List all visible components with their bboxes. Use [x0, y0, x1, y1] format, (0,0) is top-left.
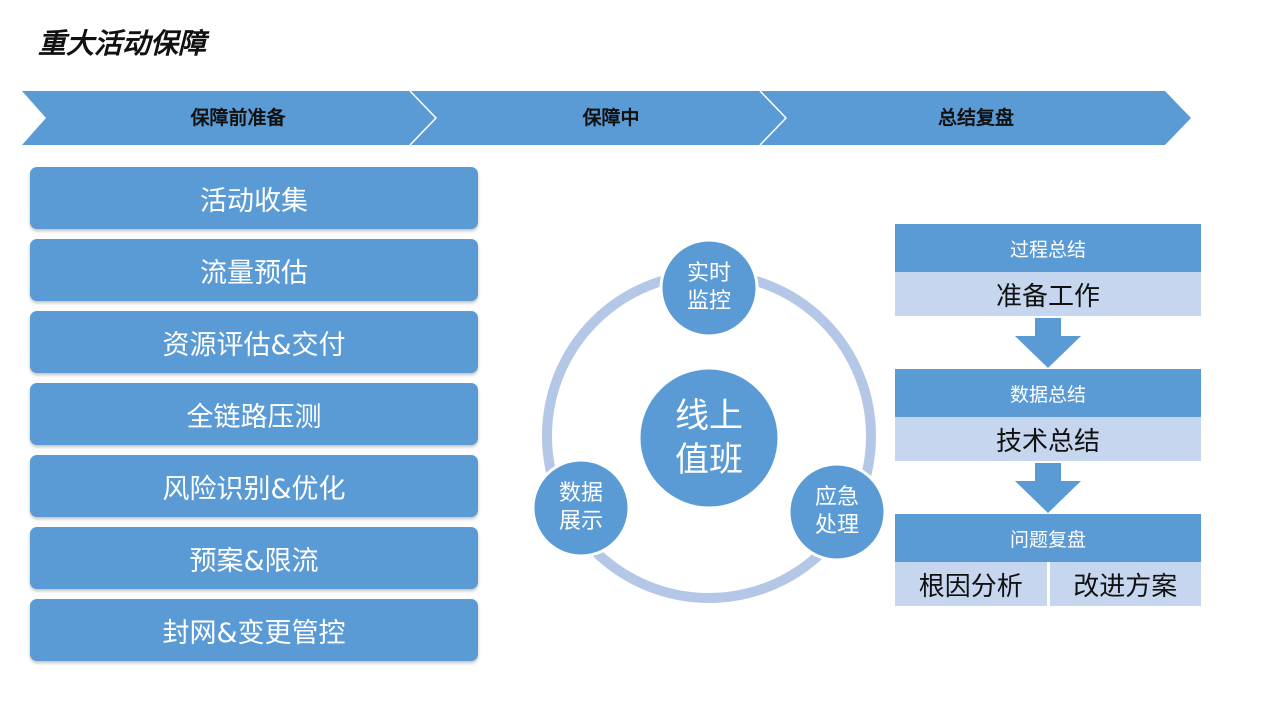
review-step-body: 技术总结 [895, 417, 1201, 461]
cycle-node-monitor-circle [659, 240, 759, 338]
stage-chevron-3 [760, 91, 1191, 145]
cycle-node-emergency-line1: 应急 [814, 485, 859, 510]
prep-list: 活动收集 流量预估 资源评估&交付 全链路压测 风险识别&优化 预案&限流 封网… [30, 167, 478, 671]
review-step-data: 数据总结 技术总结 [895, 369, 1201, 461]
stage-chevron-2 [410, 91, 786, 145]
cycle-center: 线上 值班 [637, 366, 781, 510]
prep-item-resource-evaluation: 资源评估&交付 [30, 311, 478, 373]
stage-divider-1 [409, 90, 438, 146]
cycle-node-monitor: 实时 监控 [661, 240, 757, 336]
down-arrow-icon [1015, 463, 1081, 513]
cycle-node-display-line1: 数据 [558, 481, 603, 506]
cycle-node-monitor-line1: 实时 [686, 261, 731, 286]
page-title: 重大活动保障 [38, 27, 207, 60]
review-body-improvement: 改进方案 [1073, 571, 1178, 602]
stage-arrow-band [22, 90, 1191, 146]
cycle-node-display-circle [531, 458, 631, 558]
stage-label-during: 保障中 [582, 107, 640, 129]
stage-label-prep: 保障前准备 [190, 107, 286, 129]
prep-item-plan-rate-limit: 预案&限流 [30, 527, 478, 589]
prep-item-traffic-estimate: 流量预估 [30, 239, 478, 301]
review-step-header: 数据总结 [895, 369, 1201, 417]
cycle-center-circle [637, 366, 781, 510]
cycle-node-display-line2: 展示 [558, 509, 603, 534]
cycle-node-display: 数据 展示 [533, 460, 629, 556]
prep-item-activity-collection: 活动收集 [30, 167, 478, 229]
review-step-body: 根因分析 改进方案 [895, 562, 1201, 606]
review-body-root-cause: 根因分析 [895, 562, 1050, 606]
prep-item-stress-test: 全链路压测 [30, 383, 478, 445]
oncall-cycle [531, 240, 887, 603]
down-arrow-icon [1015, 318, 1081, 368]
stage-label-review: 总结复盘 [937, 107, 1014, 129]
review-step-header: 问题复盘 [895, 514, 1201, 562]
review-step-process: 过程总结 准备工作 [895, 224, 1201, 316]
stage-chevron-1 [22, 91, 436, 145]
prep-item-risk-optimization: 风险识别&优化 [30, 455, 478, 517]
stage-divider-2 [759, 90, 788, 146]
prep-item-freeze-change-control: 封网&变更管控 [30, 599, 478, 661]
cycle-node-emergency-line2: 处理 [814, 513, 859, 538]
cycle-center-line2: 值班 [675, 440, 743, 480]
cycle-node-emergency-circle [787, 462, 887, 562]
cycle-center-line1: 线上 [675, 396, 743, 436]
review-step-problem: 问题复盘 根因分析 改进方案 [895, 514, 1201, 606]
cycle-node-monitor-line2: 监控 [686, 289, 731, 314]
cycle-node-emergency: 应急 处理 [789, 464, 885, 560]
review-step-header: 过程总结 [895, 224, 1201, 272]
review-step-body: 准备工作 [895, 272, 1201, 316]
